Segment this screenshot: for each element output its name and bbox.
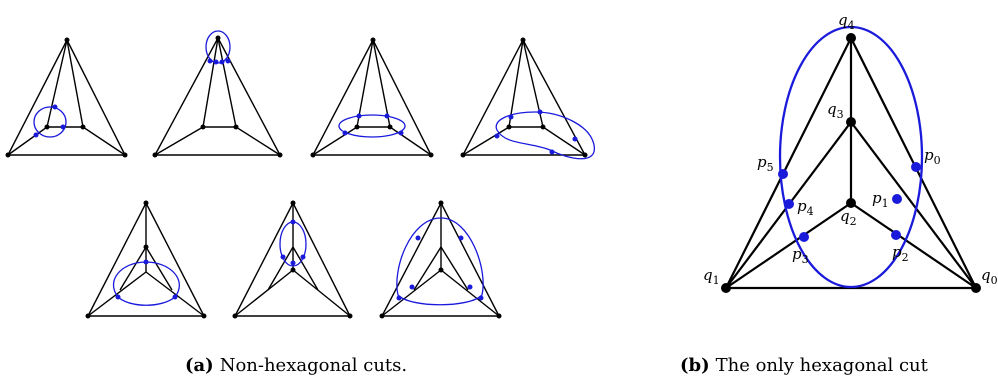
caption-b-text: The only hexagonal cut	[715, 355, 928, 376]
label-q3: q3	[827, 100, 844, 121]
label-p1: p1	[872, 189, 889, 210]
label-q4: q4	[838, 11, 855, 32]
vertex-q2	[846, 198, 856, 208]
panel-a-graph-4	[460, 37, 595, 160]
panel-a-graph-3	[310, 37, 434, 158]
vertex-p0	[911, 162, 921, 172]
caption-b-tag: (b)	[680, 355, 710, 376]
vertex-q3	[846, 117, 856, 127]
label-p3: p3	[792, 245, 809, 266]
hexagonal-cut-curve	[778, 25, 924, 289]
vertex-p4	[784, 199, 794, 209]
vertex-p1	[892, 194, 902, 204]
caption-b: (b)The only hexagonal cut	[680, 355, 928, 376]
label-p5: p5	[757, 153, 774, 174]
label-q2: q2	[840, 207, 857, 228]
vertex-p2	[891, 230, 901, 240]
label-q1: q1	[703, 266, 720, 287]
label-p0: p0	[924, 146, 941, 167]
label-p2: p2	[892, 243, 909, 264]
vertex-p3	[799, 232, 809, 242]
panel-a-graph-7	[379, 200, 502, 319]
label-p4: p4	[797, 197, 814, 218]
vertex-q0	[971, 283, 981, 293]
vertex-q4	[846, 33, 856, 43]
caption-a-tag: (a)	[185, 355, 214, 376]
label-q0: q0	[981, 266, 998, 287]
caption-a-text: Non-hexagonal cuts.	[219, 355, 408, 376]
panel-a-graph-6	[232, 200, 353, 319]
panel-a-graph-2	[152, 30, 283, 158]
vertex-p5	[778, 169, 788, 179]
panel-b-graph: q4 q3 q2 q1 q0 p0 p1 p2 p3 p4 p5	[703, 11, 998, 293]
panel-a-graph-5	[85, 200, 207, 319]
panel-a-graph-1	[5, 37, 128, 158]
caption-a: (a)Non-hexagonal cuts.	[185, 355, 407, 376]
vertex-q1	[721, 283, 731, 293]
